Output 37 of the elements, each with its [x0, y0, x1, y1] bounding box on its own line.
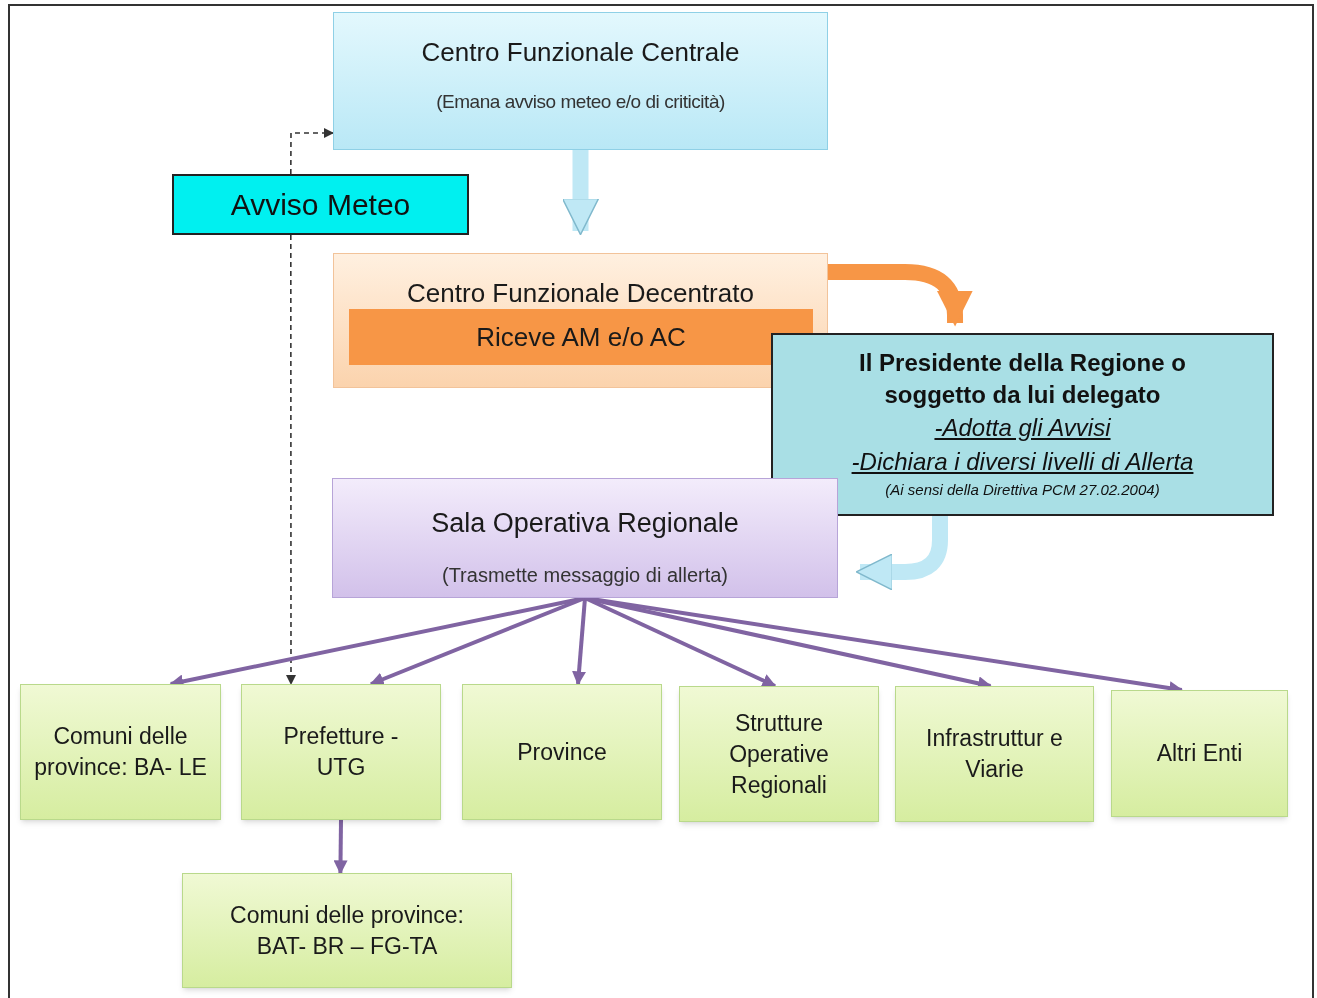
process-box — [679, 686, 879, 822]
process-box — [333, 253, 828, 388]
process-box — [182, 873, 512, 988]
box-text: (Ai sensi della Direttiva PCM 27.02.2004) — [885, 480, 1160, 500]
process-box — [332, 478, 838, 598]
box-title: Comuni delle province: BAT- BR – FG-TA — [229, 900, 465, 961]
process-box — [333, 12, 828, 150]
block-arrow — [561, 150, 600, 236]
box-title: Province — [517, 737, 607, 767]
box-text: -Dichiara i diversi livelli di Allerta — [851, 447, 1194, 477]
process-box — [462, 684, 662, 820]
process-box — [241, 684, 441, 820]
box-title: Strutture Operative Regionali — [728, 708, 830, 800]
box-text: (Emana avviso meteo e/o di criticità) — [436, 90, 725, 114]
box-title: Prefetture - UTG — [282, 722, 400, 782]
decision-box — [771, 333, 1274, 516]
box-text: -Adotta gli Avvisi — [934, 413, 1111, 443]
box-title: Centro Funzionale Centrale — [421, 36, 740, 69]
box-title: Sala Operativa Regionale — [431, 507, 739, 540]
box-title: Centro Funzionale Decentrato — [406, 277, 755, 310]
box-text: (Trasmette messaggio di allerta) — [442, 562, 728, 588]
box-title: Il Presidente della Regione o soggetto da lui delegato — [858, 348, 1187, 410]
arrow — [333, 819, 348, 875]
process-box — [20, 684, 221, 820]
box-title: Avviso Meteo — [230, 187, 411, 223]
arrow — [286, 234, 296, 685]
box-title: Riceve AM e/o AC — [476, 320, 686, 354]
process-box — [1111, 690, 1288, 817]
box-title: Altri Enti — [1156, 739, 1243, 768]
process-box — [895, 686, 1094, 822]
box-title: Comuni delle province: BA- LE — [33, 722, 208, 782]
arrow — [290, 128, 334, 175]
process-band — [349, 309, 813, 365]
box-title: Infrastruttur e Viarie — [925, 724, 1064, 784]
note-box — [172, 174, 469, 235]
block-arrow — [828, 263, 973, 327]
arrow — [572, 597, 587, 686]
